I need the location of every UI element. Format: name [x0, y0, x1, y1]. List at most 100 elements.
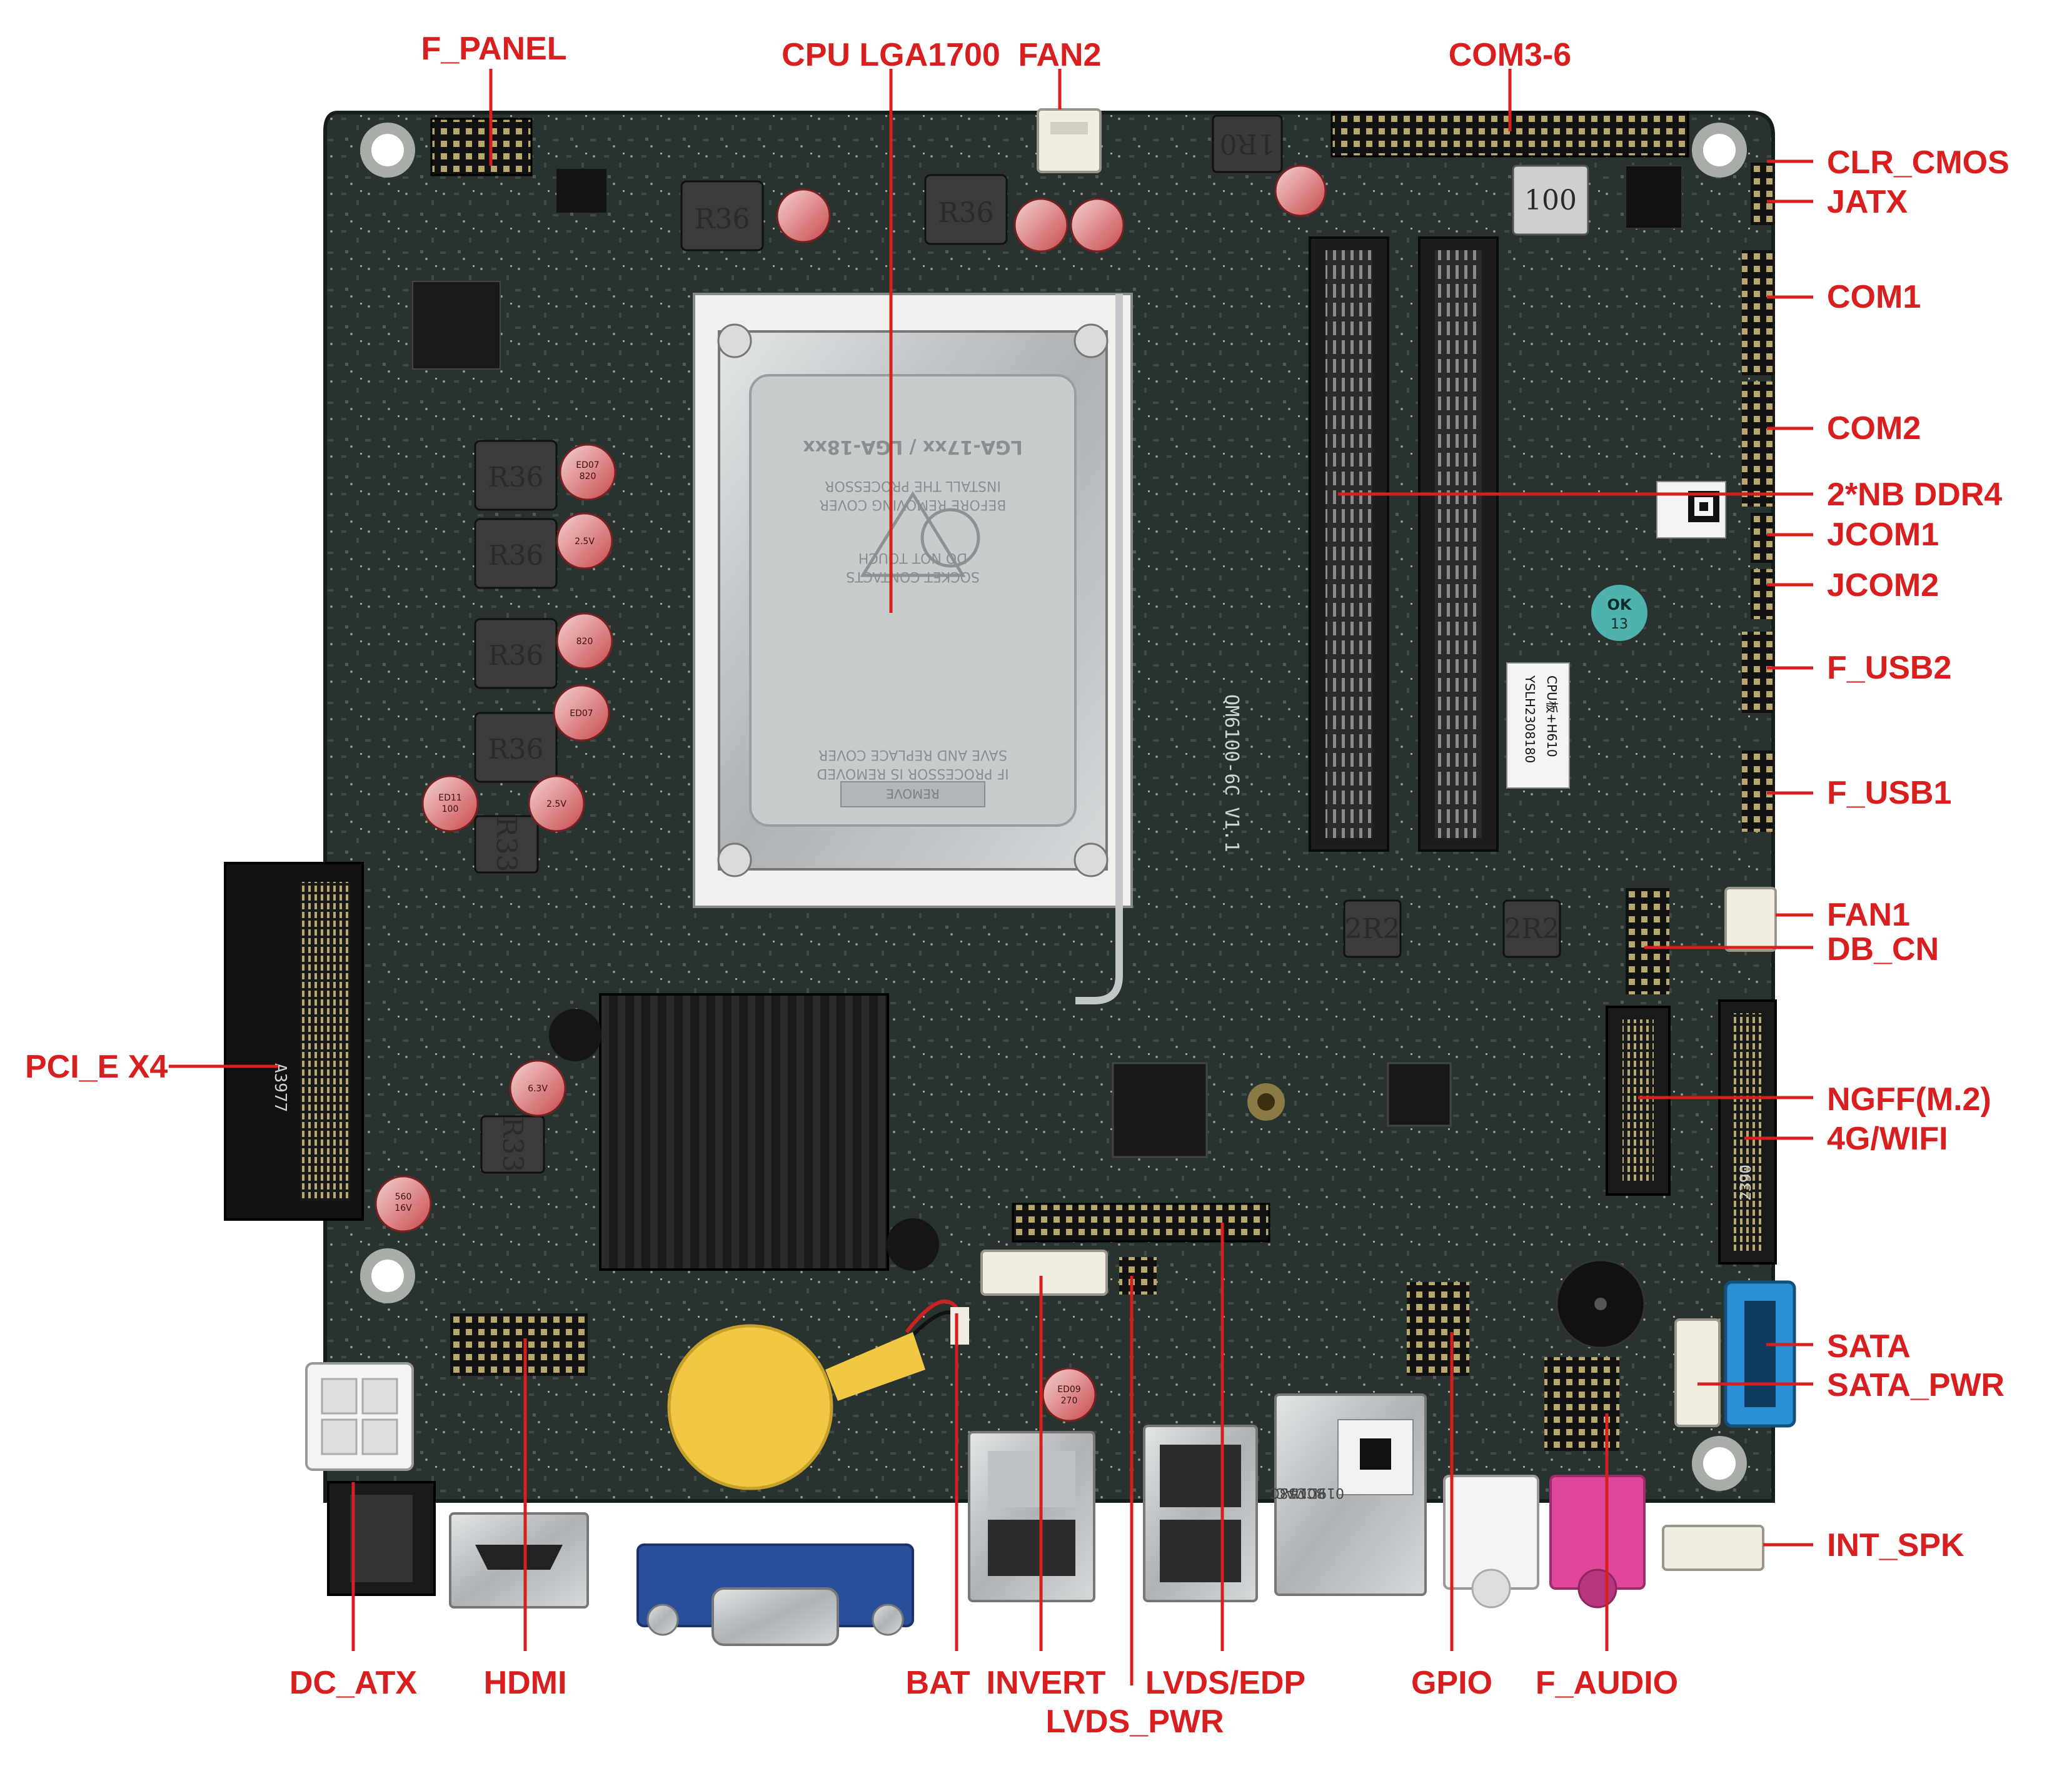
cap-print: 6.3V: [528, 1084, 548, 1094]
label-f-audio: F_AUDIO: [1536, 1665, 1678, 1701]
com2-header: [1742, 381, 1773, 507]
label-jcom1: JCOM1: [1827, 517, 1939, 553]
inductor-print: R36: [488, 540, 543, 572]
inductor-r33-print: R33: [496, 1116, 528, 1172]
label-jatx: JATX: [1827, 184, 1908, 220]
socket-text-1: INSTALL THE PROCESSOR: [825, 478, 1001, 493]
label-2-nb-ddr4: 2*NB DDR4: [1827, 477, 2002, 513]
cap-print: 100: [442, 804, 459, 814]
capacitor-top-2: [1013, 198, 1069, 253]
f-panel-header: [430, 118, 533, 176]
sata-pwr-connector: [1674, 1318, 1721, 1427]
label-sata-pwr: SATA_PWR: [1827, 1367, 2004, 1403]
capacitor-left-3: 820: [556, 612, 613, 670]
mac-line-1: MAC: [1276, 1485, 1307, 1500]
label-pci-e-x4: PCI_E X4: [25, 1049, 168, 1085]
capacitor-top-1: [776, 188, 831, 243]
label-4g-wifi: 4G/WIFI: [1827, 1121, 1948, 1157]
vga-port: [636, 1543, 914, 1646]
inductor-r33-lower: R33: [480, 1115, 545, 1174]
chip-near-socket: [556, 169, 606, 213]
ddr4-slot-2: [1418, 236, 1499, 852]
lvds-pwr-jumper: [1119, 1257, 1157, 1295]
f-usb2-header: [1742, 632, 1773, 713]
ddr4-slot-1: [1309, 236, 1389, 852]
capacitor-bottom: ED09 270: [1042, 1367, 1097, 1422]
label-lvds-edp: LVDS/EDP: [1145, 1665, 1305, 1701]
dc-atx-connector: [305, 1362, 414, 1471]
cpu-socket: IF PROCESSOR IS REMOVED SAVE AND REPLACE…: [693, 293, 1133, 1004]
fan2-connector: [1037, 108, 1102, 173]
board-model-print: QM6100-6C V1.1: [1220, 694, 1242, 852]
inductor-print: R36: [488, 640, 543, 672]
gpio-header: [1407, 1282, 1469, 1376]
socket-title: LGA-17xx / LGA-18xx: [803, 436, 1023, 458]
heatsink-mount-2: [887, 1218, 939, 1271]
socket-text-5: SAVE AND REPLACE COVER: [818, 747, 1007, 762]
board-sticker: YSLH2308180 CPU板+H610: [1506, 662, 1570, 789]
ok-sticker: OK 13: [1591, 585, 1647, 641]
cap-print: 2.5V: [575, 537, 595, 547]
inductor-100: 100: [1512, 164, 1589, 236]
capacitor-top-4: [1274, 164, 1327, 217]
lan-port: MAC BCC58C 019D14: [1270, 1393, 1427, 1596]
inductor-2r2-left: 2R2: [1343, 899, 1402, 958]
inductor-r33-print: R33: [490, 816, 522, 872]
label-com2: COM2: [1827, 410, 1921, 447]
inductor-r33-upper: R33: [474, 815, 539, 874]
socket-cover-text: IF PROCESSOR IS REMOVED SAVE AND REPLACE…: [803, 436, 1023, 781]
socket-text-4: SOCKET CONTACTS: [846, 568, 980, 584]
super-io-chip: [412, 281, 501, 370]
m2-code-print: 2390: [1737, 1164, 1754, 1201]
cap-print: ED07: [576, 460, 599, 470]
capacitor-left-7: 6.3V: [509, 1059, 566, 1117]
label-hdmi: HDMI: [484, 1665, 567, 1701]
io-chip: [1387, 1062, 1452, 1127]
clr-cmos-jumper: [1751, 163, 1773, 200]
capacitor-left-5: ED11 100: [421, 775, 479, 832]
com1-header: [1742, 250, 1773, 375]
inductor-print: R36: [938, 197, 993, 229]
cap-print: ED11: [438, 793, 461, 803]
capacitor-left-8: 560 16V: [375, 1175, 432, 1233]
label-lvds-pwr: LVDS_PWR: [1045, 1704, 1224, 1740]
pcie-code-print: A3977: [271, 1063, 289, 1112]
label-dc-atx: DC_ATX: [289, 1665, 417, 1701]
f-usb1-header: [1742, 750, 1773, 832]
lvds-edp-header: [1012, 1203, 1270, 1243]
chip-top-right: [1625, 165, 1682, 229]
label-jcom2: JCOM2: [1827, 567, 1939, 604]
dc-jack: [327, 1481, 436, 1596]
label-com3-6: COM3-6: [1449, 37, 1571, 73]
label-clr-cmos: CLR_CMOS: [1827, 144, 2009, 181]
capacitor-left-2: 2.5V: [556, 512, 613, 570]
inductor-2r2-print: 2R2: [1344, 913, 1400, 945]
sata-connector: [1724, 1280, 1796, 1428]
cap-print: 270: [1061, 1396, 1078, 1406]
inductor-100-print: 100: [1524, 184, 1577, 216]
ok-sticker-text: OK: [1607, 596, 1632, 614]
capacitor-left-4: ED07: [553, 684, 610, 742]
label-f-usb2: F_USB2: [1827, 650, 1951, 686]
label-sata: SATA: [1827, 1328, 1911, 1365]
db-cn-header: [1626, 888, 1669, 994]
mac-line-3: 019D14: [1290, 1485, 1344, 1500]
capacitor-left-1: ED07 820: [559, 443, 616, 501]
chipset-heatsink: [599, 993, 889, 1271]
ok-sticker-number: 13: [1611, 617, 1628, 632]
label-fan1: FAN1: [1827, 897, 1910, 933]
label-int-spk: INT_SPK: [1827, 1527, 1964, 1563]
label-ngff-m2: NGFF(M.2): [1827, 1081, 1991, 1118]
cap-print: 560: [395, 1192, 412, 1202]
cmos-battery: [667, 1299, 969, 1490]
socket-remove-tab: REMOVE: [886, 786, 940, 801]
pch-chip: [1112, 1062, 1208, 1158]
inductor-2r2-print: 2R2: [1504, 913, 1559, 945]
inductor-print: R36: [694, 203, 750, 235]
invert-connector: [980, 1250, 1108, 1296]
jatx-jumper: [1751, 200, 1773, 225]
inductor-1r0: 1R0: [1212, 114, 1283, 173]
int-spk-connector: [1662, 1525, 1764, 1571]
cap-print: 820: [580, 472, 596, 482]
